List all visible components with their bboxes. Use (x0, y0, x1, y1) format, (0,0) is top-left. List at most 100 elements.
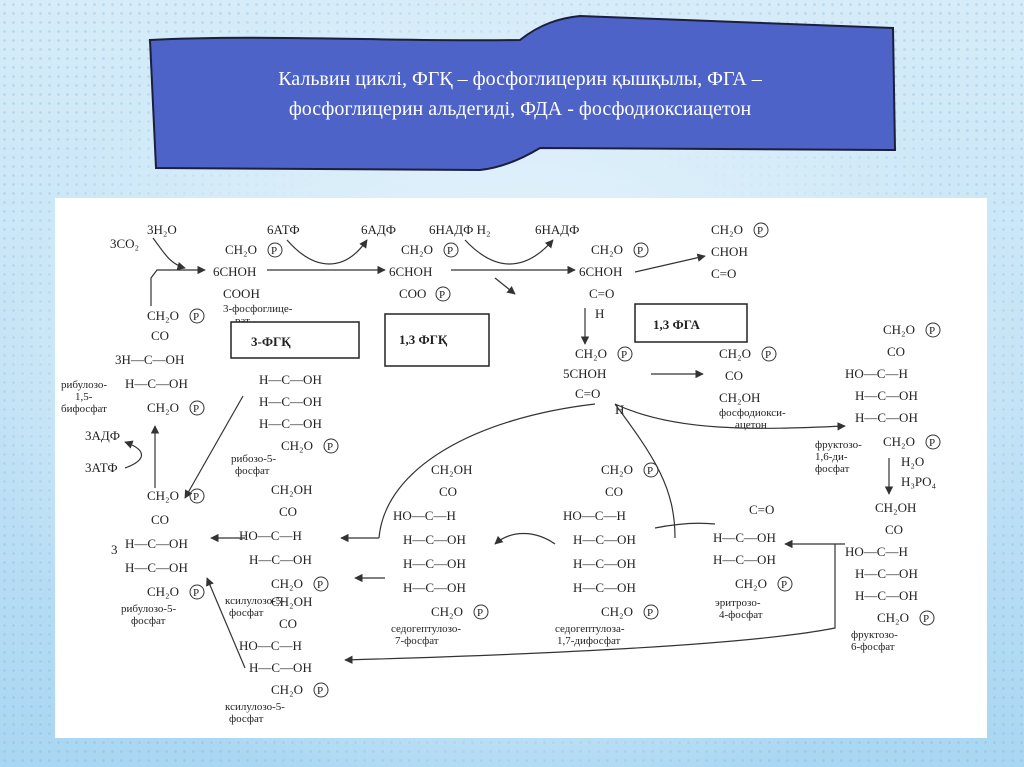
x5p-b-to-ru5p-arrow (206, 577, 246, 669)
svg-text:H—C—OH: H—C—OH (403, 556, 466, 571)
svg-text:P: P (765, 349, 771, 361)
co2-arrow (152, 237, 186, 271)
sbp-label: седогептулоза-1,7-дифосфат (555, 623, 625, 647)
calvin-cycle-diagram: 3H₂O 3CO₂ CH₂O P CO 3H—C—OH H—C—OH CH₂O … (55, 198, 987, 738)
svg-text:H—C—OH: H—C—OH (855, 588, 918, 603)
svg-text:CH₂O: CH₂O (281, 438, 313, 453)
gap-to-s7p-line (378, 403, 596, 539)
ru5p-label: рибулозо-5-фосфат (121, 603, 177, 627)
svg-text:CH₂O: CH₂O (147, 584, 179, 599)
bpga-box (384, 313, 490, 367)
adp6-label: 6АДФ (361, 222, 396, 237)
diagram-canvas: 3H₂O 3CO₂ CH₂O P CO 3H—C—OH H—C—OH CH₂O … (61, 222, 941, 725)
svg-text:P: P (637, 245, 643, 257)
r5p-to-ru5p-arrow (184, 395, 244, 499)
svg-text:CH₂O: CH₂O (225, 242, 257, 257)
fbp-molecule: CH₂O P CO HO—C—H H—C—OH H—C—OH CH₂O P фр… (815, 322, 941, 475)
svg-text:H—C—OH: H—C—OH (855, 388, 918, 403)
svg-text:CHOH: CHOH (711, 244, 748, 259)
pga-molecule: CH₂O P 6CHOH COOH 3-фосфоглице- рат (213, 242, 293, 327)
rubp-molecule: CH₂O P CO 3H—C—OH H—C—OH CH₂O P рибулозо… (61, 308, 205, 416)
svg-text:H—C—OH: H—C—OH (855, 410, 918, 425)
svg-text:CO: CO (887, 344, 905, 359)
water-input: 3H₂O (147, 222, 177, 237)
svg-text:H—C—OH: H—C—OH (713, 530, 776, 545)
title-banner (148, 14, 897, 172)
svg-text:HO—C—H: HO—C—H (239, 638, 302, 653)
svg-text:CH₂O: CH₂O (883, 322, 915, 337)
svg-text:6CHOH: 6CHOH (389, 264, 432, 279)
svg-text:3: 3 (111, 542, 118, 557)
svg-text:CH₂O: CH₂O (711, 222, 743, 237)
svg-text:P: P (929, 325, 935, 337)
svg-text:CH₂O: CH₂O (883, 434, 915, 449)
side-arrow (494, 277, 516, 295)
svg-text:P: P (193, 587, 199, 599)
nadp6-label: 6НАДФ (535, 222, 579, 237)
pga-box-label: 3-ФГҚ (251, 334, 291, 349)
x5p-b-molecule: CH₂OH CO HO—C—H H—C—OH CH₂O P ксилулозо-… (225, 594, 329, 725)
svg-text:C=O: C=O (575, 386, 600, 401)
r5p-label: рибозо-5-фосфат (231, 453, 276, 477)
svg-text:P: P (647, 465, 653, 477)
e4p-to-x5p-b-arrow (344, 544, 836, 664)
banner-line-1: Кальвин циклі, ФГҚ – фосфоглицерин қышқы… (278, 68, 762, 90)
svg-text:HO—C—H: HO—C—H (239, 528, 302, 543)
svg-text:CO: CO (151, 328, 169, 343)
svg-text:CO: CO (885, 522, 903, 537)
gap-box (634, 303, 748, 343)
bpga-molecule: CH₂O P 6CHOH COO P (389, 242, 459, 302)
pga-name-label: 3-фосфоглице- (223, 303, 293, 315)
svg-text:P: P (193, 403, 199, 415)
e4p-molecule: C=O H—C—OH H—C—OH CH₂O P эритрозо-4-фосф… (713, 502, 793, 621)
svg-text:HO—C—H: HO—C—H (845, 366, 908, 381)
svg-text:CH₂O: CH₂O (877, 610, 909, 625)
svg-text:H—C—OH: H—C—OH (259, 394, 322, 409)
svg-text:CO: CO (439, 484, 457, 499)
e4p-label: эритрозо-4-фосфат (715, 597, 763, 621)
svg-text:C=O: C=O (589, 286, 614, 301)
x5p-b-label: ксилулозо-5-фосфат (225, 701, 285, 725)
rubp-label: рибулозо-1,5-бифосфат (61, 379, 107, 415)
svg-text:H—C—OH: H—C—OH (249, 552, 312, 567)
svg-text:CH₂OH: CH₂OH (431, 462, 472, 477)
svg-text:CH₂O: CH₂O (601, 462, 633, 477)
svg-text:H—C—OH: H—C—OH (125, 536, 188, 551)
svg-text:CO: CO (279, 616, 297, 631)
svg-text:CH₂O: CH₂O (147, 400, 179, 415)
svg-text:CH₂O: CH₂O (601, 604, 633, 619)
svg-text:P: P (193, 311, 199, 323)
rubp-to-pga-arrow (150, 265, 206, 306)
svg-text:P: P (781, 579, 787, 591)
f6p-molecule: CH₂OH CO HO—C—H H—C—OH H—C—OH CH₂O P фру… (845, 500, 935, 653)
svg-text:CH₂O: CH₂O (401, 242, 433, 257)
svg-text:P: P (477, 607, 483, 619)
svg-text:6CHOH: 6CHOH (579, 264, 622, 279)
svg-text:H—C—OH: H—C—OH (259, 372, 322, 387)
ru5p-molecule: CH₂O P CO H—C—OH 3 H—C—OH CH₂O P рибулоз… (111, 488, 205, 627)
svg-text:CO: CO (725, 368, 743, 383)
bpga-box-label: 1,3 ФГҚ (399, 332, 448, 347)
svg-text:H—C—OH: H—C—OH (125, 376, 188, 391)
svg-text:H—C—OH: H—C—OH (403, 580, 466, 595)
co2-input: 3CO₂ (110, 236, 139, 251)
svg-text:H—C—OH: H—C—OH (403, 532, 466, 547)
x5p-a-molecule: CH₂OH CO HO—C—H H—C—OH CH₂O P ксилулозо-… (225, 482, 329, 619)
svg-text:CH₂O: CH₂O (719, 346, 751, 361)
svg-text:HO—C—H: HO—C—H (563, 508, 626, 523)
adp3-label: 3АДФ (85, 428, 120, 443)
svg-text:CH₂O: CH₂O (735, 576, 767, 591)
dhap-top-molecule: CH₂O P CHOH C=O (711, 222, 769, 281)
svg-text:C=O: C=O (749, 502, 774, 517)
svg-text:H—C—OH: H—C—OH (125, 560, 188, 575)
svg-text:3H—C—OH: 3H—C—OH (115, 352, 184, 367)
f6p-label: фруктозо-6-фосфат (851, 629, 898, 653)
banner-line-2: фосфоглицерин альдегиді, ФДА - фосфодиок… (288, 98, 752, 120)
svg-text:6CHOH: 6CHOH (213, 264, 256, 279)
pga-box (230, 321, 360, 359)
gap-to-dhap-top-arrow (634, 253, 706, 273)
atp-adp-arrow (124, 440, 143, 469)
banner-shape (148, 14, 897, 172)
gap-box-label: 1,3 ФГА (653, 317, 701, 332)
svg-text:P: P (923, 613, 929, 625)
